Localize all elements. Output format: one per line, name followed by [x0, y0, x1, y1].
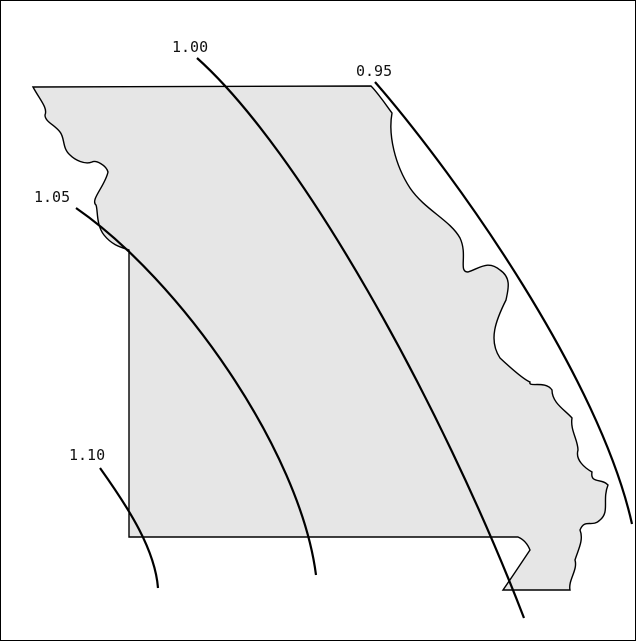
state-outline — [31, 85, 609, 591]
contour-line-0-95 — [374, 81, 634, 525]
contour-label-1-00: 1.00 — [172, 38, 208, 56]
contour-line-1-00 — [196, 57, 526, 619]
contour-label-0-95: 0.95 — [356, 62, 392, 80]
contour-line-1-10 — [99, 467, 160, 589]
contour-label-1-10: 1.10 — [69, 446, 105, 464]
contour-label-1-05: 1.05 — [34, 188, 70, 206]
contour-line-1-05 — [75, 207, 318, 576]
